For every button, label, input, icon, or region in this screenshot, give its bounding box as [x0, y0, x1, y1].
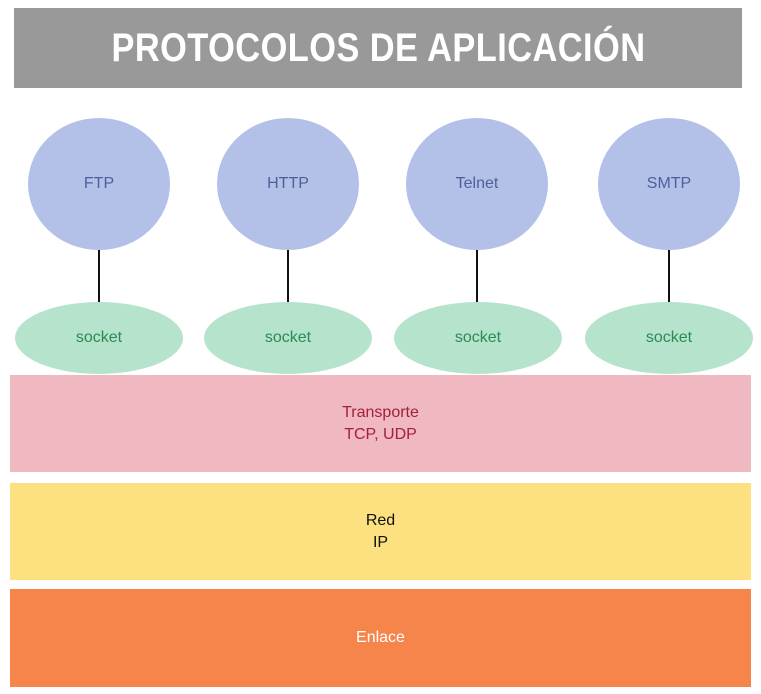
- socket-label: socket: [645, 329, 693, 346]
- connector-line: [476, 250, 478, 303]
- protocol-label: HTTP: [267, 175, 309, 192]
- connector-line: [668, 250, 670, 303]
- socket-label: socket: [264, 329, 312, 346]
- socket-label: socket: [454, 329, 502, 346]
- transport-layer-protocols: TCP, UDP: [344, 425, 417, 443]
- diagram-title: PROTOCOLOS DE APLICACIÓN: [110, 25, 646, 70]
- socket-ellipse: socket: [15, 302, 183, 374]
- title-bar: PROTOCOLOS DE APLICACIÓN: [14, 8, 742, 88]
- protocol-label: FTP: [83, 175, 115, 192]
- protocol-label: SMTP: [646, 175, 692, 192]
- connector-line: [98, 250, 100, 303]
- network-layer: Red IP: [10, 483, 751, 580]
- protocol-ftp: FTP: [28, 118, 170, 250]
- protocol-label: Telnet: [455, 175, 499, 192]
- socket-ellipse: socket: [204, 302, 372, 374]
- transport-layer: Transporte TCP, UDP: [10, 375, 751, 472]
- network-layer-protocols: IP: [372, 533, 389, 551]
- protocol-telnet: Telnet: [406, 118, 548, 250]
- link-layer-name: Enlace: [356, 629, 405, 646]
- socket-ellipse: socket: [394, 302, 562, 374]
- protocol-http: HTTP: [217, 118, 359, 250]
- socket-ellipse: socket: [585, 302, 753, 374]
- network-layer-name: Red: [365, 511, 396, 529]
- protocol-smtp: SMTP: [598, 118, 740, 250]
- link-layer: Enlace: [10, 589, 751, 687]
- socket-label: socket: [75, 329, 123, 346]
- connector-line: [287, 250, 289, 303]
- transport-layer-name: Transporte: [342, 403, 419, 421]
